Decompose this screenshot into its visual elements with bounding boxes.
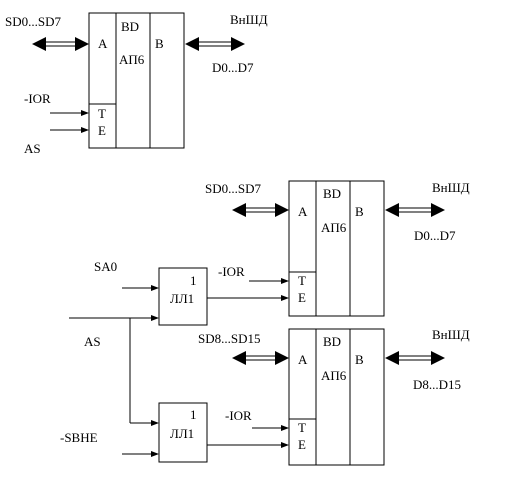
bus-2-top-left-label: SD0...SD7 (205, 181, 261, 196)
bus-1-right-sub: D0...D7 (212, 60, 254, 75)
bus-2-bottom-right-label: ВнШД (432, 327, 470, 342)
as-1-arrowhead (81, 127, 89, 133)
diagram-2: A BD АП6 B T E SD0...SD7 ВнШД D0...D7 A … (60, 180, 470, 466)
chip-2-bottom-pin-t: T (298, 420, 306, 435)
gate-top-body (158, 267, 208, 326)
as-2-label: AS (84, 334, 101, 349)
gate-bottom-body (158, 402, 208, 463)
bus-2-bottom-right-sub: D8...D15 (413, 377, 461, 392)
gate-top-name: ЛЛ1 (170, 291, 194, 306)
chip-1-port-a: A (98, 36, 108, 51)
chip-2-bottom-pin-e: E (298, 437, 306, 452)
sbhe-arrowhead (151, 451, 159, 457)
bus-2-top-right-label: ВнШД (432, 180, 470, 195)
chip-2-top-port-b: B (355, 204, 364, 219)
gate-bottom-name: ЛЛ1 (170, 426, 194, 441)
chip-1-port-b: B (155, 36, 164, 51)
as-2-branch-arrowhead (151, 420, 159, 426)
gate-top-num: 1 (190, 273, 197, 288)
ior-2-top-arrowhead (281, 278, 289, 284)
ior-2-bottom-label: -IOR (225, 408, 252, 423)
bus-arrow-2-bottom-left (232, 351, 289, 365)
chip-2-bottom-port-a: A (298, 352, 308, 367)
chip-1-body (88, 12, 185, 149)
chip-2-top-body (288, 180, 385, 317)
bus-1-left-label: SD0...SD7 (5, 14, 61, 29)
bus-arrow-2-bottom-right (385, 351, 445, 365)
bus-arrow-1-left (32, 37, 89, 51)
gate-bottom-output-arrowhead (281, 442, 289, 448)
chip-2-top-pin-t: T (298, 273, 306, 288)
ior-1-label: -IOR (24, 91, 51, 106)
gate-top-output-arrowhead (281, 295, 289, 301)
chip-1-pin-t: T (98, 106, 106, 121)
chip-2-top-title: BD (323, 186, 341, 201)
gate-bottom-num: 1 (190, 407, 197, 422)
chip-2-top-pin-e: E (298, 290, 306, 305)
sa0-label: SA0 (94, 259, 117, 274)
bus-arrow-2-top-left (232, 203, 289, 217)
ior-2-bottom-arrowhead (281, 425, 289, 431)
as-1-label: AS (24, 141, 41, 156)
chip-2-bottom-name: АП6 (321, 368, 347, 383)
as-2-arrowhead (151, 315, 159, 321)
chip-2-bottom-body (288, 328, 385, 466)
chip-2-top-port-a: A (298, 204, 308, 219)
chip-1-pin-e: E (98, 123, 106, 138)
bus-2-top-right-sub: D0...D7 (414, 228, 456, 243)
sa0-arrowhead (151, 285, 159, 291)
sbhe-label: -SBHE (60, 430, 98, 445)
bus-arrow-1-right (185, 37, 245, 51)
chip-2-top-name: АП6 (321, 220, 347, 235)
chip-2-bottom-port-b: B (355, 352, 364, 367)
chip-2-bottom-title: BD (323, 334, 341, 349)
diagram-1: A BD АП6 B T E SD0...SD7 ВнШД D0...D7 -I… (5, 12, 268, 156)
bus-1-right-label: ВнШД (230, 12, 268, 27)
chip-1-name: АП6 (119, 52, 145, 67)
bus-2-bottom-left-label: SD8...SD15 (198, 331, 261, 346)
bus-arrow-2-top-right (385, 203, 445, 217)
ior-1-arrowhead (81, 110, 89, 116)
ior-2-top-label: -IOR (218, 264, 245, 279)
chip-1-title: BD (121, 19, 139, 34)
